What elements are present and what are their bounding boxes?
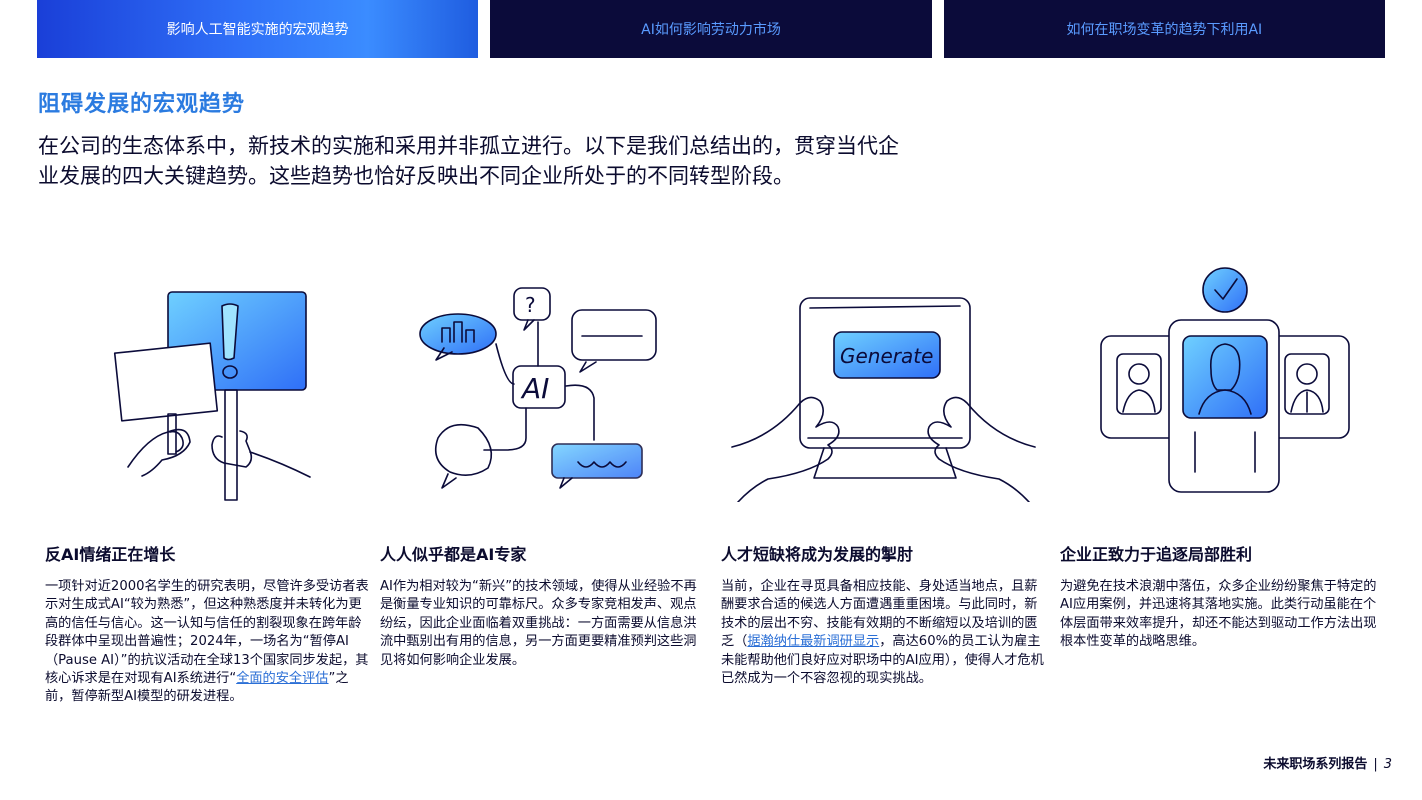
trend-card-local-wins: 企业正致力于追逐局部胜利 为避免在技术浪潮中落伍，众多企业纷纷聚焦于特定的AI应… — [1060, 544, 1385, 652]
top-tab-bar: 影响人工智能实施的宏观趋势 AI如何影响劳动力市场 如何在职场变革的趋势下利用A… — [37, 0, 1385, 58]
page-number: 3 — [1383, 757, 1392, 772]
tab-labor-market[interactable]: AI如何影响劳动力市场 — [490, 0, 932, 58]
report-name: 未来职场系列报告 — [1263, 757, 1368, 772]
trend-body: 当前，企业在寻觅具备相应技能、身处适当地点，且薪酬要求合适的候选人方面遭遇重重困… — [721, 579, 1044, 687]
keyboard-generate-illustration: Generate — [730, 262, 1040, 502]
hays-survey-link[interactable]: 据瀚纳仕最新调研显示 — [747, 634, 880, 650]
tab-macro-trends[interactable]: 影响人工智能实施的宏观趋势 — [37, 0, 479, 58]
trend-body: AI作为相对较为“新兴”的技术领域，使得从业经验不再是衡量专业知识的可靠标尺。众… — [380, 579, 697, 668]
trend-title: 人才短缺将成为发展的掣肘 — [721, 545, 914, 564]
ai-chat-bubbles-illustration: ? AI — [418, 262, 663, 492]
ai-label: AI — [520, 372, 549, 405]
trend-title: 反AI情绪正在增长 — [45, 545, 176, 564]
trend-title: 人人似乎都是AI专家 — [380, 545, 527, 564]
question-mark-icon: ? — [525, 293, 536, 317]
trend-body: 一项针对近2000名学生的研究表明，尽管许多受访者表示对生成式AI“较为熟悉”，… — [45, 579, 369, 705]
trend-body: 为避免在技术浪潮中落伍，众多企业纷纷聚焦于特定的AI应用案例，并迅速将其落地实施… — [1060, 579, 1377, 650]
intro-paragraph: 在公司的生态体系中，新技术的实施和采用并非孤立进行。以下是我们总结出的，贯穿当代… — [38, 134, 899, 188]
footer-separator: | — [1373, 757, 1378, 772]
trend-title: 企业正致力于追逐局部胜利 — [1060, 545, 1253, 564]
candidate-cards-illustration — [1095, 262, 1355, 502]
generate-button-label: Generate — [840, 344, 933, 368]
safety-evaluation-link[interactable]: 全面的安全评估 — [236, 671, 329, 687]
page-footer: 未来职场系列报告 | 3 — [1263, 753, 1392, 772]
trend-card-talent-shortage: 人才短缺将成为发展的掣肘 当前，企业在寻觅具备相应技能、身处适当地点，且薪酬要求… — [721, 544, 1046, 688]
tab-leverage-ai[interactable]: 如何在职场变革的趋势下利用AI — [943, 0, 1385, 58]
trend-card-anti-ai: 反AI情绪正在增长 一项针对近2000名学生的研究表明，尽管许多受访者表示对生成… — [45, 544, 370, 707]
trend-card-ai-experts: 人人似乎都是AI专家 AI作为相对较为“新兴”的技术领域，使得从业经验不再是衡量… — [380, 544, 705, 670]
section-title: 阻碍发展的宏观趋势 — [38, 92, 246, 117]
protest-signs-illustration — [110, 262, 320, 507]
